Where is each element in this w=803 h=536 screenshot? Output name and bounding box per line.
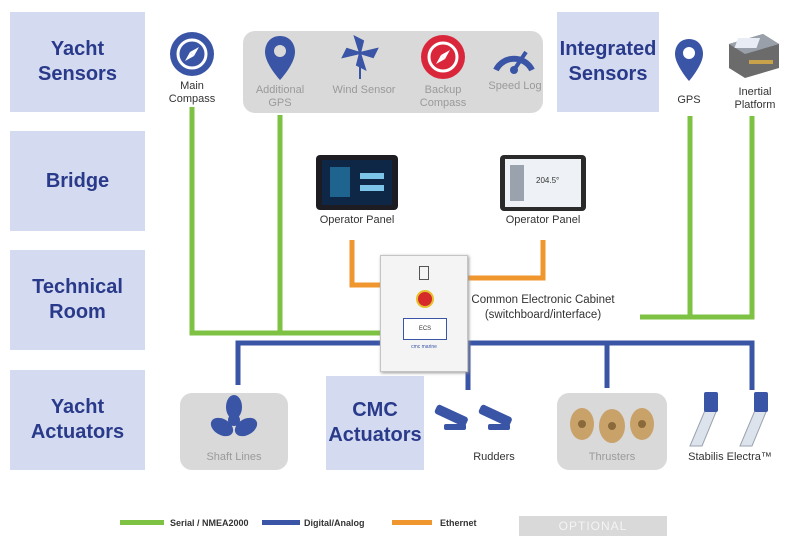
- additional-gps-label: Additional GPS: [255, 84, 305, 109]
- operator-panel-readout: 204.5°: [536, 176, 560, 185]
- gps-label: GPS: [677, 94, 701, 106]
- cmc-actuators-label: CMC Actuators: [326, 376, 424, 470]
- operator-panel-right-label: Operator Panel: [505, 214, 581, 226]
- gps-pin-icon: [262, 34, 298, 82]
- legend-serial-swatch: [120, 520, 164, 525]
- propeller-icon: [208, 394, 260, 444]
- legend-optional-box: OPTIONAL: [519, 516, 667, 536]
- cabinet-label-line2: (switchboard/interface): [484, 309, 602, 321]
- legend-serial-label: Serial / NMEA2000: [170, 518, 249, 528]
- stabilis-icon: [680, 388, 790, 448]
- legend-ethernet-swatch: [392, 520, 432, 525]
- legend-optional-label: OPTIONAL: [558, 519, 628, 533]
- ethernet-line-right: [465, 240, 546, 281]
- row-label-technical-room: Technical Room: [10, 250, 145, 350]
- digital-line-bus: [468, 340, 755, 390]
- backup-compass-label: Backup Compass: [419, 84, 467, 109]
- operator-panel-left-screen: [316, 155, 398, 210]
- cabinet-brand-text: cmc marine: [411, 344, 437, 350]
- inertial-platform-label: Inertial Platform: [734, 86, 776, 111]
- shaft-lines-label: Shaft Lines: [206, 451, 262, 463]
- row-label-bridge: Bridge: [10, 131, 145, 231]
- electronic-cabinet: ECS cmc marine: [380, 255, 468, 372]
- digital-line-shaft: [235, 340, 380, 385]
- main-compass-icon: [169, 31, 215, 77]
- speed-log-label: Speed Log: [488, 80, 542, 92]
- serial-line-inertial: [690, 116, 755, 320]
- gps-icon: [673, 37, 705, 83]
- integrated-sensors-label: Integrated Sensors: [557, 12, 659, 112]
- rudders-label: Rudders: [473, 451, 515, 463]
- wind-sensor-icon: [337, 33, 383, 81]
- main-compass-label: Main Compass: [168, 80, 216, 105]
- cabinet-indicator-icon: [419, 266, 429, 280]
- row-label-yacht-sensors: Yacht Sensors: [10, 12, 145, 112]
- thrusters-icon: [566, 402, 658, 446]
- operator-panel-left-label: Operator Panel: [319, 214, 395, 226]
- stabilis-label: Stabilis Electra™: [688, 451, 772, 463]
- serial-line-integrated-sensors: [640, 116, 693, 320]
- legend-ethernet-label: Ethernet: [440, 518, 477, 528]
- legend-digital-label: Digital/Analog: [304, 518, 365, 528]
- speed-log-icon: [490, 36, 538, 76]
- thrusters-label: Thrusters: [588, 451, 636, 463]
- operator-panel-right-screen: 204.5°: [500, 155, 586, 211]
- legend-digital-swatch: [262, 520, 300, 525]
- cabinet-screen: ECS: [403, 318, 447, 340]
- cabinet-screen-text: ECS: [418, 326, 432, 332]
- cabinet-label-line1: Common Electronic Cabinet: [471, 294, 615, 306]
- serial-line-main-compass: [189, 107, 380, 336]
- ethernet-line-left: [349, 240, 380, 288]
- inertial-platform-icon: [725, 30, 783, 82]
- rudders-icon: [430, 402, 518, 444]
- backup-compass-icon: [420, 34, 466, 80]
- wind-sensor-label: Wind Sensor: [332, 84, 396, 96]
- row-label-yacht-actuators: Yacht Actuators: [10, 370, 145, 470]
- cabinet-emergency-button: [416, 290, 434, 308]
